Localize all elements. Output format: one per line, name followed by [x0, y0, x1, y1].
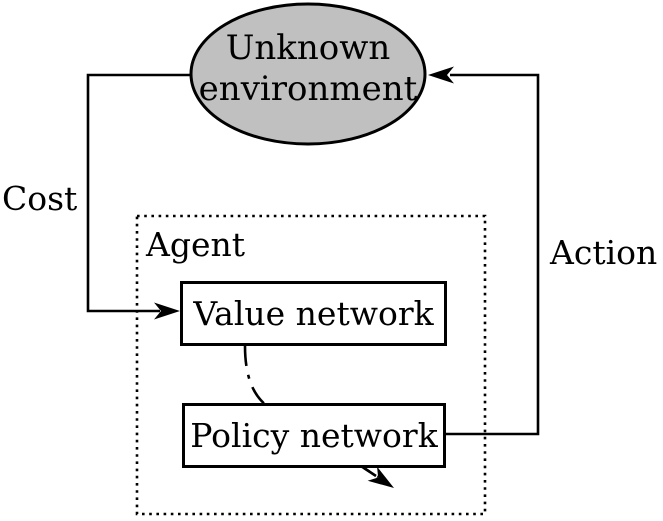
- policy-network-node: Policy network: [182, 403, 446, 468]
- environment-label-line1: Unknown: [225, 28, 391, 68]
- environment-label-line2: environment: [198, 69, 418, 109]
- environment-ellipse: [189, 2, 427, 146]
- value-network-label: Value network: [193, 294, 434, 333]
- cost-arrow-line: [86, 73, 190, 313]
- value-to-policy-arrow-line: [243, 345, 379, 479]
- environment-node-label: Unknown environment: [178, 28, 438, 110]
- policy-network-label: Policy network: [190, 416, 438, 455]
- value-to-policy-arrowhead-icon: [367, 466, 394, 488]
- value-to-policy-exit-dash: [363, 466, 377, 478]
- agent-region-label: Agent: [146, 225, 245, 264]
- action-edge-label: Action: [550, 233, 658, 272]
- cost-edge-label: Cost: [2, 179, 78, 218]
- action-arrow-line: [446, 73, 540, 436]
- value-network-node: Value network: [180, 281, 447, 346]
- action-arrowhead-icon: [428, 66, 454, 84]
- cost-arrowhead-icon: [154, 302, 180, 320]
- agent-boundary: [135, 214, 487, 516]
